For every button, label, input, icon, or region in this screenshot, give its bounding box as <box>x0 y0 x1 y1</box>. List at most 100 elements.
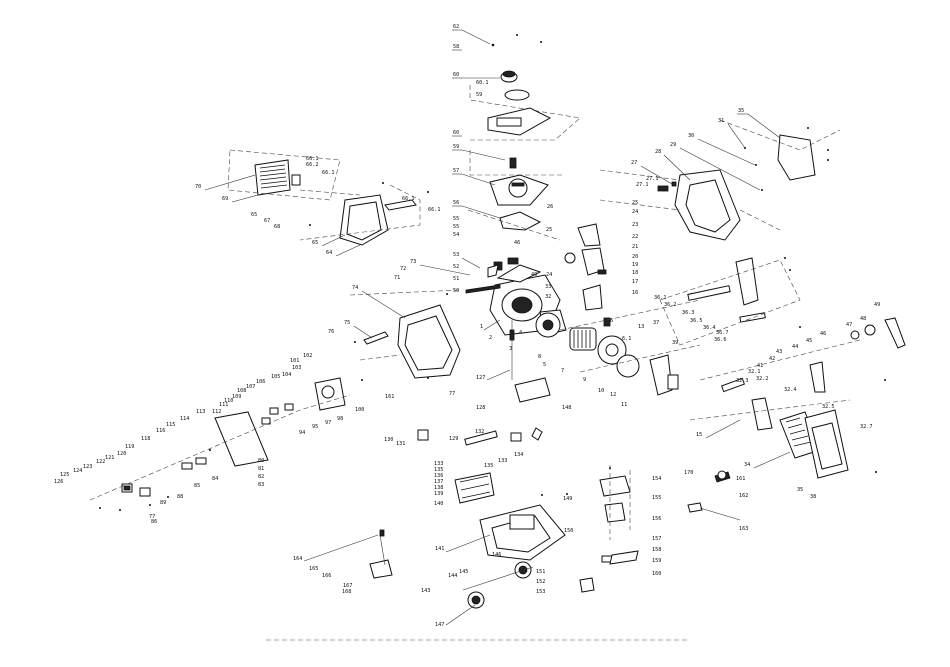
svg-text:168: 168 <box>342 589 351 595</box>
svg-text:25: 25 <box>546 227 552 233</box>
svg-text:11: 11 <box>621 402 627 408</box>
svg-text:55: 55 <box>453 224 459 230</box>
svg-text:20: 20 <box>632 254 638 260</box>
svg-text:121: 121 <box>105 455 114 461</box>
svg-text:3: 3 <box>509 346 512 352</box>
svg-text:157: 157 <box>652 536 661 542</box>
svg-text:125: 125 <box>60 472 69 478</box>
control-panel-assembly <box>89 377 363 511</box>
svg-text:50: 50 <box>453 288 459 294</box>
svg-text:166: 166 <box>322 573 331 579</box>
svg-text:82: 82 <box>258 474 264 480</box>
muffler-assembly <box>659 257 906 479</box>
svg-text:147: 147 <box>435 622 444 628</box>
svg-text:167: 167 <box>343 583 352 589</box>
svg-text:69: 69 <box>222 196 228 202</box>
svg-text:132: 132 <box>475 429 484 435</box>
svg-text:36.2: 36.2 <box>664 302 677 308</box>
svg-text:33: 33 <box>545 284 551 290</box>
svg-text:138: 138 <box>434 485 443 491</box>
svg-text:74: 74 <box>352 285 358 291</box>
svg-text:140: 140 <box>434 501 443 507</box>
svg-text:164: 164 <box>293 556 302 562</box>
svg-text:131: 131 <box>396 441 405 447</box>
callouts-flywheel: 6 6.1 8 5 7 9 10 11 12 13 15 <box>538 318 741 439</box>
svg-text:73: 73 <box>410 259 416 265</box>
svg-text:32.4: 32.4 <box>784 387 797 393</box>
svg-text:41: 41 <box>757 363 763 369</box>
svg-text:35: 35 <box>797 487 803 493</box>
fuel-cap-assembly <box>467 34 581 241</box>
frame-base-assembly <box>369 377 741 609</box>
svg-text:6.1: 6.1 <box>622 336 631 342</box>
svg-text:32.2: 32.2 <box>756 376 769 382</box>
svg-text:81: 81 <box>258 466 264 472</box>
svg-text:9: 9 <box>583 377 586 383</box>
svg-text:133: 133 <box>434 461 443 467</box>
svg-text:165: 165 <box>309 566 318 572</box>
svg-text:59: 59 <box>453 144 459 150</box>
svg-text:40: 40 <box>531 272 537 278</box>
svg-text:66.1: 66.1 <box>306 156 319 162</box>
svg-text:118: 118 <box>141 436 150 442</box>
svg-text:28: 28 <box>655 149 661 155</box>
svg-text:34: 34 <box>744 462 750 468</box>
callouts-frame: 129 132 130 131 133 135 136 137 138 139 … <box>293 405 748 628</box>
svg-text:60.1: 60.1 <box>476 80 489 86</box>
svg-text:162: 162 <box>739 493 748 499</box>
svg-text:55: 55 <box>453 216 459 222</box>
svg-text:4: 4 <box>519 330 522 336</box>
svg-text:21: 21 <box>632 244 638 250</box>
svg-text:54: 54 <box>453 232 459 238</box>
svg-text:102: 102 <box>303 353 312 359</box>
svg-text:48: 48 <box>860 316 866 322</box>
svg-text:123: 123 <box>83 464 92 470</box>
callouts-top-center: 62 58 60 60.1 59 60 59 57 56 55 55 54 53… <box>452 24 506 294</box>
svg-text:42: 42 <box>769 356 775 362</box>
svg-text:77: 77 <box>149 514 155 520</box>
svg-text:23: 23 <box>632 222 638 228</box>
svg-text:62: 62 <box>453 24 459 30</box>
svg-text:83: 83 <box>258 482 264 488</box>
svg-text:139: 139 <box>434 491 443 497</box>
svg-text:149: 149 <box>563 496 572 502</box>
svg-text:32: 32 <box>545 294 551 300</box>
svg-text:114: 114 <box>180 416 189 422</box>
svg-text:101: 101 <box>290 358 299 364</box>
svg-text:111: 111 <box>219 402 228 408</box>
svg-text:170: 170 <box>684 470 693 476</box>
svg-text:71: 71 <box>394 275 400 281</box>
svg-text:12: 12 <box>610 392 616 398</box>
svg-text:46: 46 <box>514 240 520 246</box>
svg-text:19: 19 <box>632 262 638 268</box>
svg-text:85: 85 <box>194 483 200 489</box>
svg-text:66.1: 66.1 <box>428 207 441 213</box>
svg-text:113: 113 <box>196 409 205 415</box>
callouts-control-panel: 102 101 103 104 105 106 107 108 109 110 … <box>54 353 364 525</box>
svg-text:32.7: 32.7 <box>860 424 873 430</box>
svg-text:163: 163 <box>739 526 748 532</box>
svg-text:141: 141 <box>435 546 444 552</box>
svg-text:80: 80 <box>258 458 264 464</box>
svg-text:95: 95 <box>312 424 318 430</box>
svg-text:52: 52 <box>453 264 459 270</box>
svg-text:47: 47 <box>846 322 852 328</box>
svg-text:58: 58 <box>453 44 459 50</box>
svg-text:5: 5 <box>543 362 546 368</box>
right-side-cover <box>599 119 841 241</box>
svg-text:112: 112 <box>212 409 221 415</box>
svg-text:51: 51 <box>453 276 459 282</box>
svg-text:57: 57 <box>453 168 459 174</box>
svg-text:155: 155 <box>652 495 661 501</box>
svg-text:29: 29 <box>670 142 676 148</box>
svg-text:94: 94 <box>299 430 305 436</box>
svg-text:66.2: 66.2 <box>306 162 319 168</box>
svg-text:27.1: 27.1 <box>646 176 659 182</box>
svg-text:26: 26 <box>547 204 553 210</box>
svg-text:97: 97 <box>325 420 331 426</box>
svg-text:76: 76 <box>328 329 334 335</box>
svg-text:120: 120 <box>117 451 126 457</box>
svg-text:152: 152 <box>536 579 545 585</box>
svg-text:36.5: 36.5 <box>690 318 703 324</box>
svg-text:98: 98 <box>337 416 343 422</box>
